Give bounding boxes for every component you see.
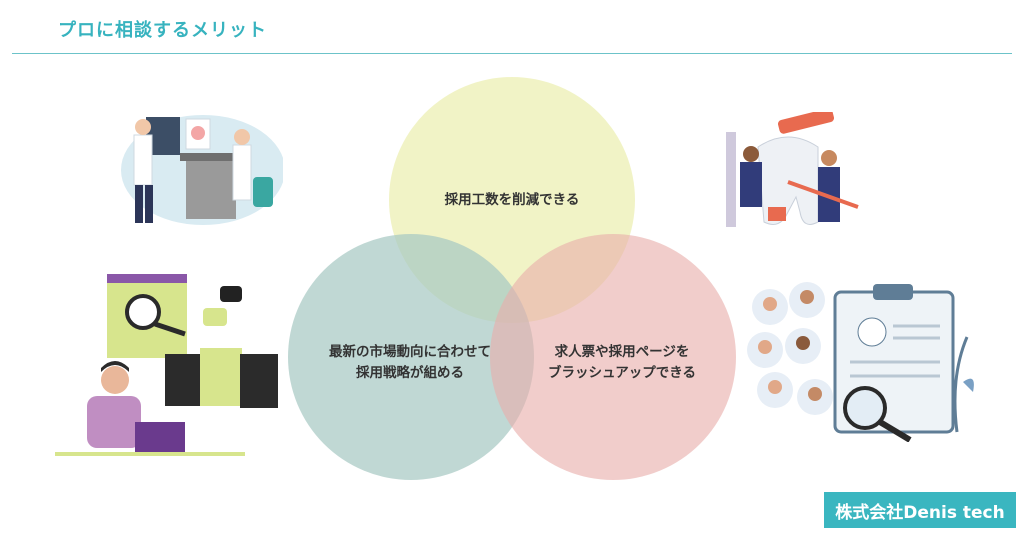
page-title: プロに相談するメリット — [58, 20, 267, 41]
venn-label-left: 最新の市場動向に合わせて 採用戦略が組める — [300, 342, 520, 384]
venn-label-top-text: 採用工数を削減できる — [444, 192, 580, 208]
company-brand-badge: 株式会社Denis tech — [824, 492, 1016, 528]
title-divider — [12, 53, 1012, 54]
venn-circle-right — [490, 234, 736, 480]
dental-clinic-illustration — [121, 115, 283, 225]
venn-label-left-line1: 最新の市場動向に合わせて — [329, 344, 491, 360]
recruiter-search-illustration — [55, 274, 278, 456]
candidate-profiles-illustration — [747, 282, 974, 442]
venn-circle-left — [288, 234, 534, 480]
dental-team-illustration — [726, 112, 859, 227]
venn-label-right: 求人票や採用ページを ブラッシュアップできる — [512, 342, 732, 384]
venn-label-right-line1: 求人票や採用ページを — [554, 344, 690, 360]
venn-label-left-line2: 採用戦略が組める — [356, 365, 464, 381]
venn-label-top: 採用工数を削減できる — [412, 190, 612, 211]
venn-label-right-line2: ブラッシュアップできる — [548, 365, 696, 381]
